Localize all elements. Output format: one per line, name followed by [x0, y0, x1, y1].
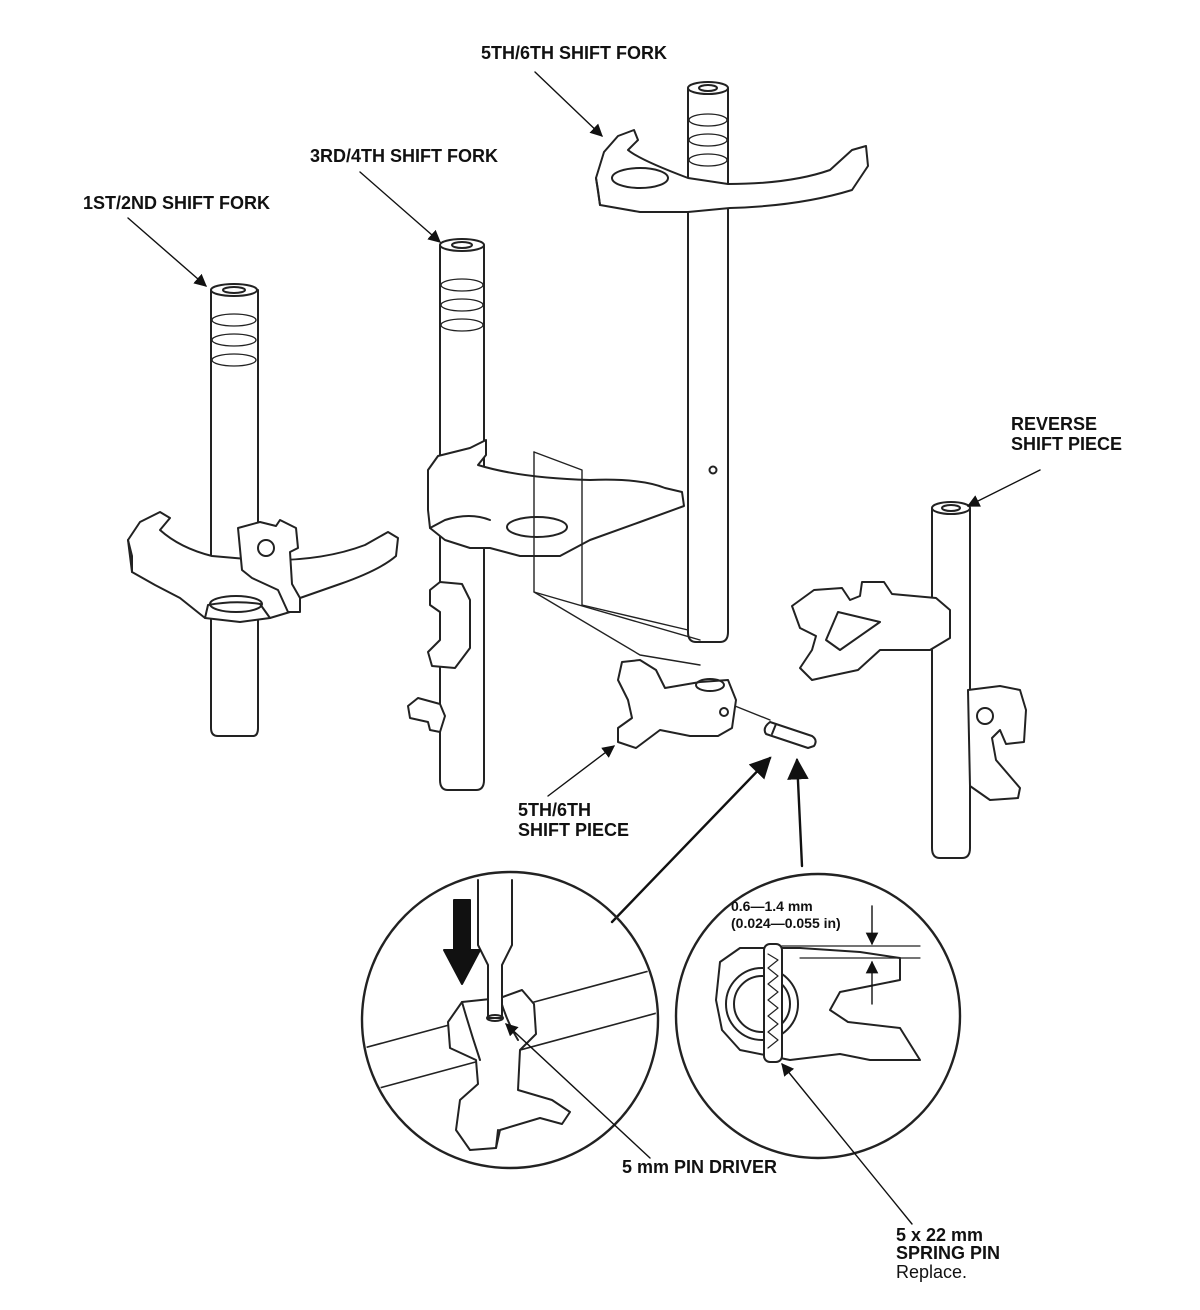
fork-34-lower-piece [427, 581, 471, 669]
shift-piece-5th-6th [617, 659, 737, 749]
spring-pin [763, 721, 817, 749]
shift-fork-5th-6th [595, 81, 869, 643]
fork-56-shaft [687, 87, 729, 643]
shift-fork-3rd-4th [407, 238, 685, 791]
detail-spring-pin [674, 872, 962, 1225]
reverse-shift-piece [791, 501, 1027, 859]
fork-56-shaft-top [687, 81, 729, 95]
label-gap-in: (0.024—0.055 in) [731, 915, 841, 931]
fork-12-shaft-top [210, 283, 258, 297]
label-1st-2nd-shift-fork: 1ST/2ND SHIFT FORK [83, 193, 271, 213]
label-gap-mm: 0.6—1.4 mm [731, 898, 813, 914]
label-shift-piece-line1: 5TH/6TH [518, 800, 592, 820]
label-reverse-line2: SHIFT PIECE [1011, 434, 1123, 454]
label-3rd-4th-shift-fork: 3RD/4TH SHIFT FORK [310, 146, 499, 166]
detail-pin-driver [360, 870, 660, 1170]
label-spring-pin-note: Replace. [896, 1262, 968, 1282]
fork-12-shaft [210, 289, 259, 737]
label-spring-pin-size: 5 x 22 mm [896, 1225, 984, 1245]
fork-12-lug [237, 519, 301, 613]
reverse-arm [791, 581, 951, 681]
fork-56-body [595, 129, 869, 213]
detail-arrows [610, 756, 809, 924]
label-spring-pin-name: SPRING PIN [896, 1243, 1001, 1263]
reverse-shaft [931, 507, 971, 859]
alignment-lines [533, 451, 771, 721]
leader-lines [127, 71, 1041, 797]
label-shift-piece-line2: SHIFT PIECE [518, 820, 630, 840]
fork-34-bottom-tab [407, 697, 446, 733]
fork-34-shaft [439, 244, 485, 791]
fork-34-body [427, 439, 685, 557]
reverse-shaft-top [931, 501, 971, 515]
reverse-lower-lug [967, 685, 1027, 801]
shift-fork-1st-2nd [127, 283, 399, 737]
label-reverse-line1: REVERSE [1011, 414, 1098, 434]
label-pin-driver: 5 mm PIN DRIVER [622, 1157, 778, 1177]
label-5th-6th-shift-fork: 5TH/6TH SHIFT FORK [481, 43, 668, 63]
press-arrow [443, 899, 481, 985]
fork-34-shaft-top [439, 238, 485, 252]
